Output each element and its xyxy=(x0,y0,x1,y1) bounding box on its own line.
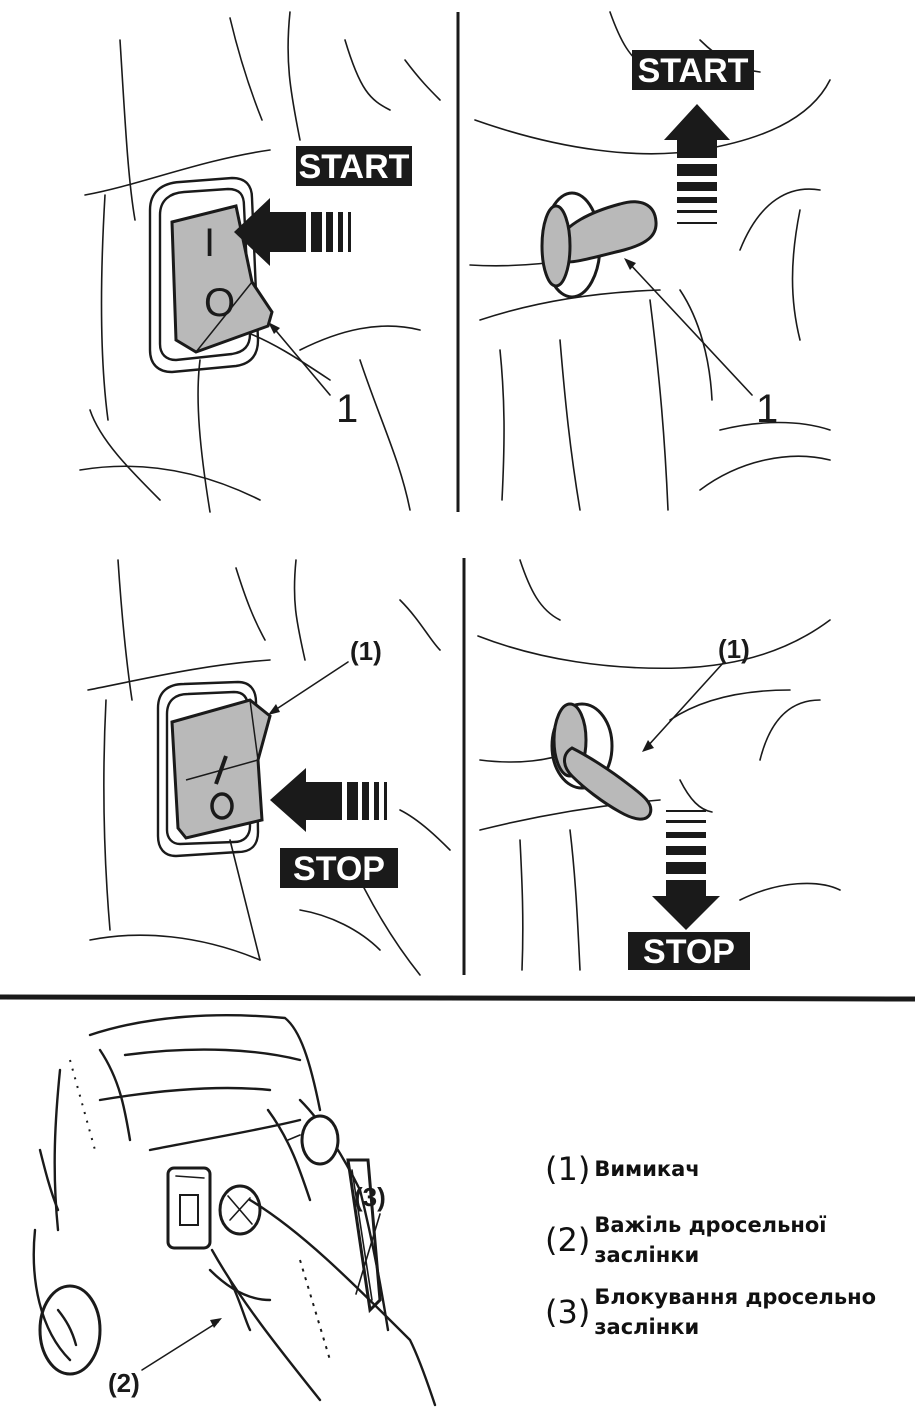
start-label-2: START xyxy=(638,52,749,90)
legend-item-2: (2) Важіль дросельної заслінки xyxy=(545,1210,915,1270)
legend-text-1: Вимикач xyxy=(594,1154,699,1184)
panel-rocker-stop: STOP (1) xyxy=(88,560,450,975)
legend-text-2b: заслінки xyxy=(594,1240,826,1270)
callout-1-rocker-stop: (1) xyxy=(350,636,382,666)
panel-toggle-stop: STOP (1) xyxy=(478,560,840,971)
callout-3: (3) xyxy=(354,1182,386,1212)
start-label: START xyxy=(299,148,410,186)
stop-arrow-down xyxy=(652,810,720,930)
legend-text-3b: заслінки xyxy=(594,1312,876,1342)
callout-1-toggle-stop: (1) xyxy=(718,634,750,664)
start-arrow-up xyxy=(664,104,730,224)
stop-label: STOP xyxy=(293,850,385,888)
legend-num-3: (3) xyxy=(545,1293,590,1331)
legend: (1) Вимикач (2) Важіль дросельної заслін… xyxy=(545,1150,915,1342)
switch-on-symbol: I xyxy=(204,221,215,265)
legend-num-1: (1) xyxy=(545,1150,590,1188)
legend-text-3a: Блокування дросельно xyxy=(594,1282,876,1312)
legend-num-2: (2) xyxy=(545,1221,590,1259)
switch-off-symbol: O xyxy=(204,281,235,325)
callout-2: (2) xyxy=(108,1368,140,1398)
panel-throttle-handle: (2) (3) xyxy=(34,1015,435,1405)
stop-label-2: STOP xyxy=(643,933,735,971)
callout-1-rocker: 1 xyxy=(336,387,358,431)
horizontal-divider xyxy=(0,997,915,999)
legend-item-3: (3) Блокування дросельно заслінки xyxy=(545,1282,915,1342)
callout-1-toggle: 1 xyxy=(756,387,778,431)
panel-rocker-start: I O START 1 xyxy=(80,12,440,512)
stop-arrow-left xyxy=(270,768,387,832)
panel-toggle-start: START 1 xyxy=(470,12,830,510)
legend-item-1: (1) Вимикач xyxy=(545,1150,915,1188)
legend-text-2a: Важіль дросельної xyxy=(594,1210,826,1240)
